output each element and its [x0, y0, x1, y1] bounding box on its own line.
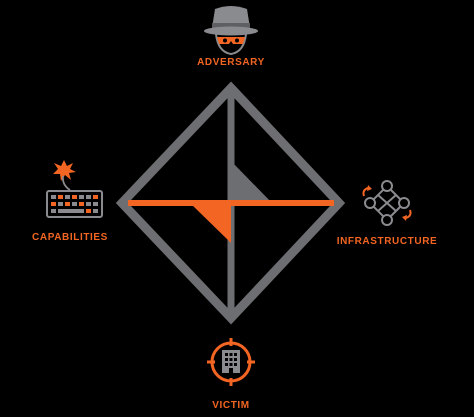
hat-icon	[204, 6, 258, 56]
capabilities-node: CAPABILITIES	[32, 160, 108, 243]
network-icon	[362, 180, 412, 226]
gray-wedge	[231, 161, 272, 203]
victim-label: VICTIM	[212, 400, 250, 411]
diamond-frame	[115, 81, 346, 325]
adversary-node: ADVERSARY	[197, 6, 265, 68]
victim-node: VICTIM	[207, 338, 255, 411]
infrastructure-node: INFRASTRUCTURE	[337, 180, 438, 247]
infrastructure-label: INFRASTRUCTURE	[337, 236, 438, 247]
building-target-icon	[207, 338, 255, 386]
diamond-outline	[115, 81, 346, 325]
keyboard-explosion-icon	[46, 160, 103, 218]
orange-wedge	[190, 203, 231, 243]
capabilities-label: CAPABILITIES	[32, 232, 108, 243]
adversary-label: ADVERSARY	[197, 57, 265, 68]
